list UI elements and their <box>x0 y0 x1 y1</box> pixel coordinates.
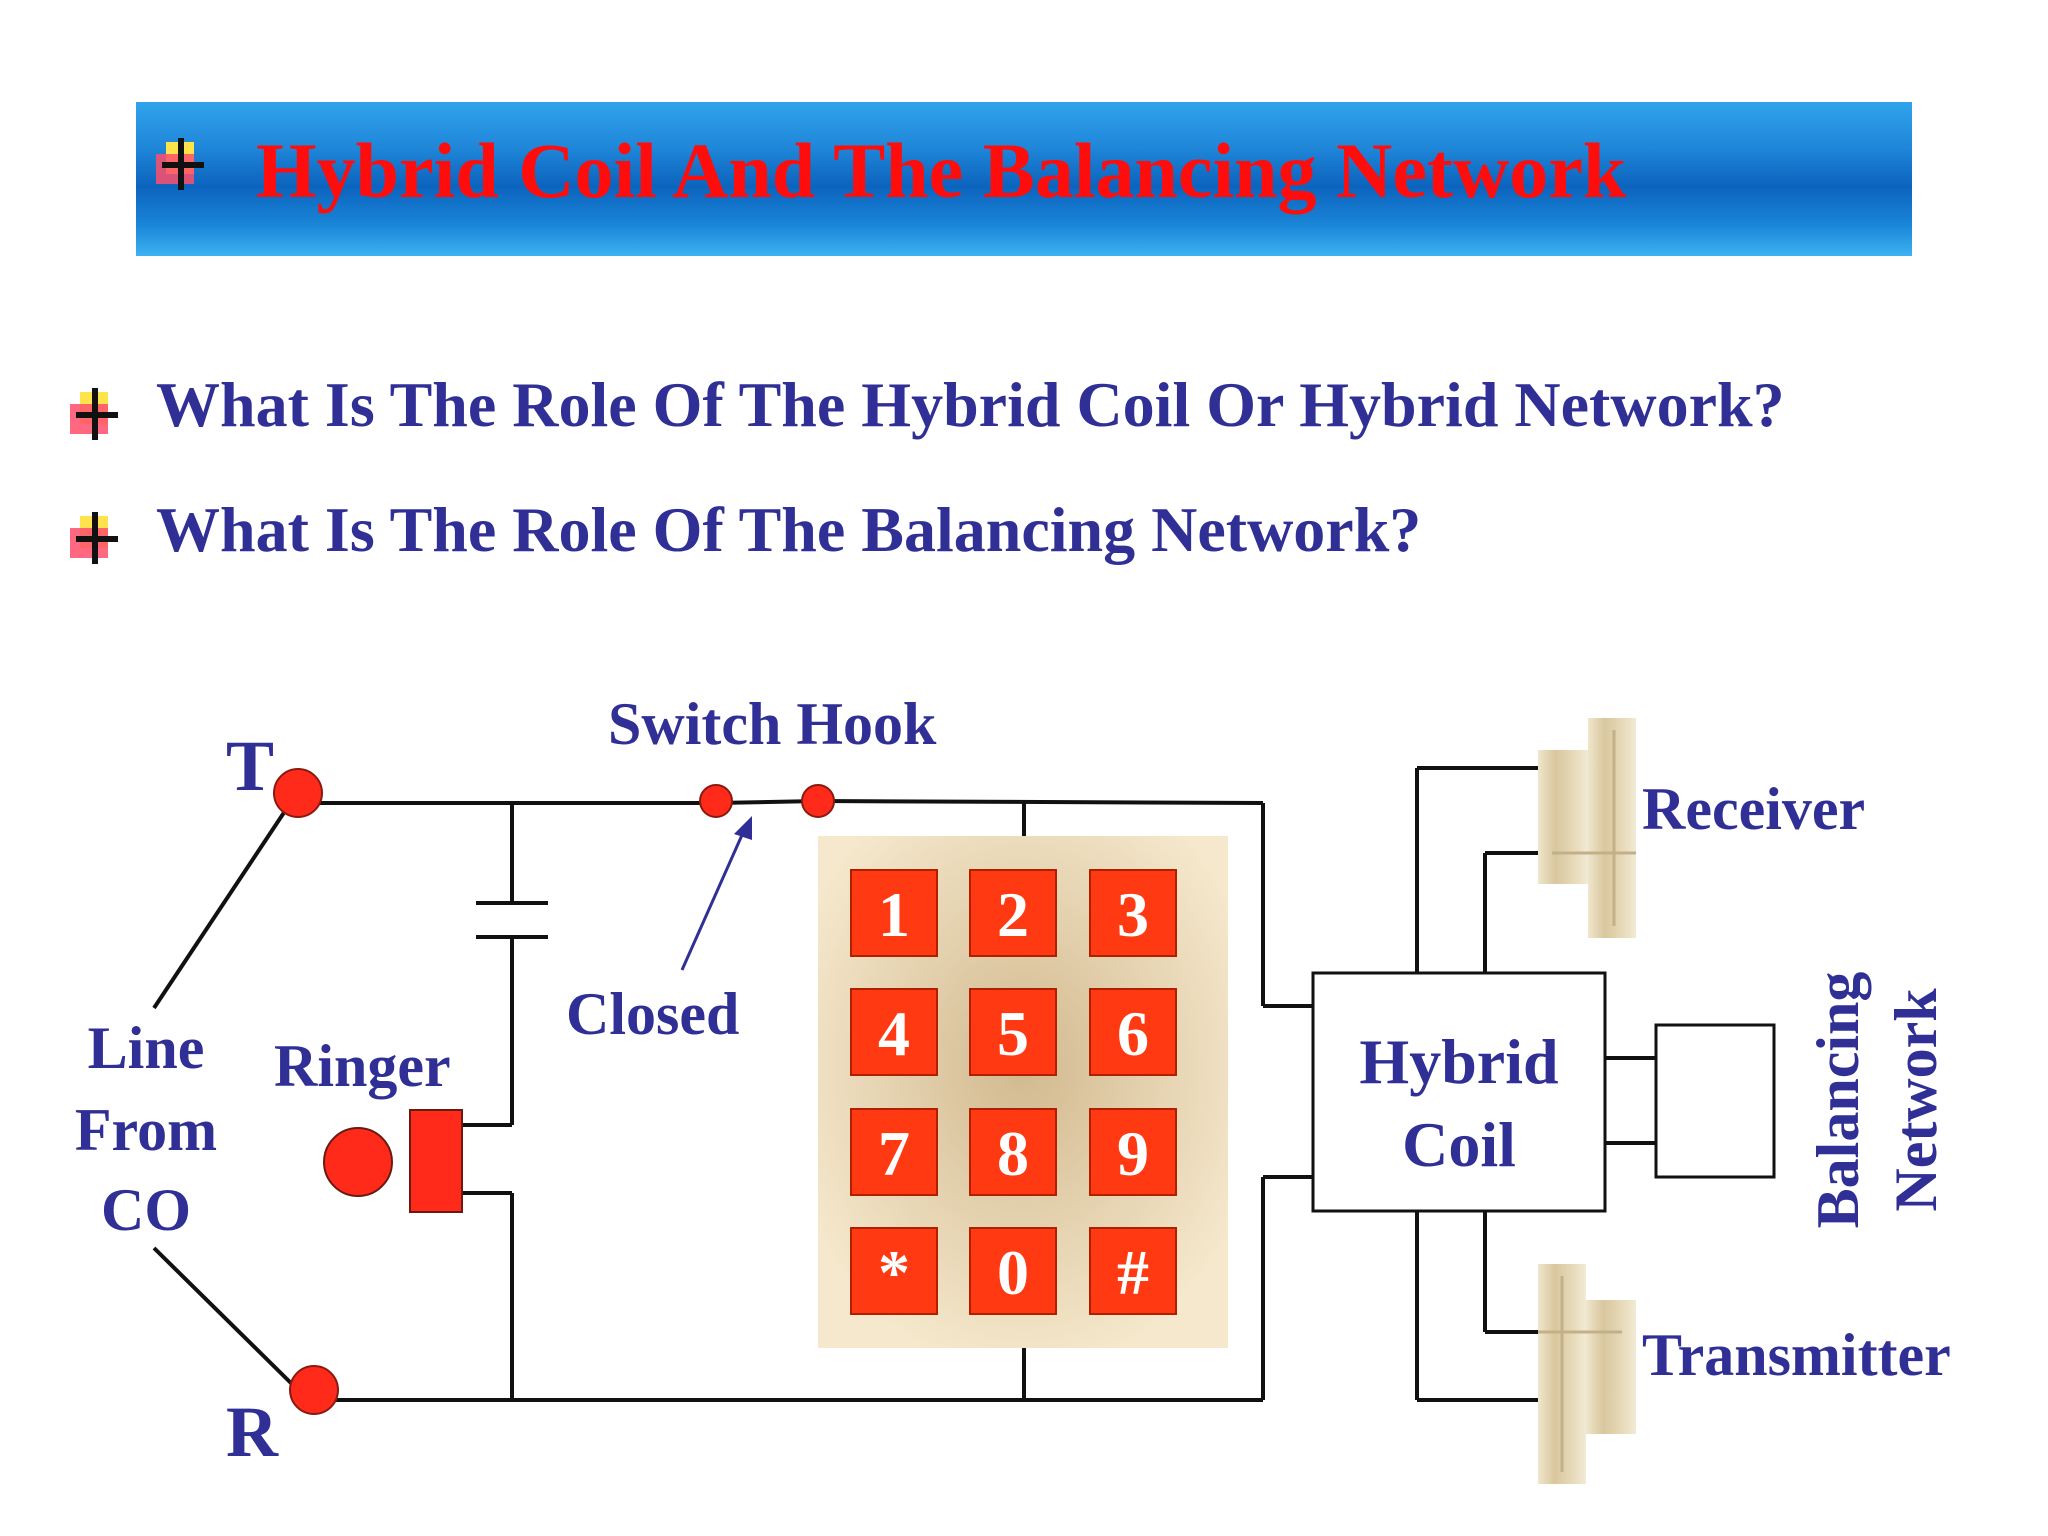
question-balancing-network-role: What Is The Role Of The Balancing Networ… <box>156 494 1422 565</box>
keypad-key-label: 1 <box>878 879 910 950</box>
closed-arrowhead <box>734 816 752 840</box>
title-bar: Hybrid Coil And The Balancing Network <box>136 102 1912 256</box>
hybrid-coil-label: Hybrid <box>1359 1026 1558 1097</box>
keypad-key-label: # <box>1117 1237 1149 1308</box>
balancing-network-box <box>1654 1023 1776 1179</box>
keypad-key-label: 4 <box>878 998 910 1069</box>
keypad-key-label: 6 <box>1117 998 1149 1069</box>
line-from-co-label: Line <box>88 1015 205 1081</box>
keypad-key-label: 8 <box>997 1118 1029 1189</box>
transmitter-label: Transmitter <box>1642 1322 1951 1388</box>
tip-label: T <box>226 726 274 806</box>
keypad-key <box>969 869 1057 957</box>
keypad-key-label: 3 <box>1117 879 1149 950</box>
closed-label: Closed <box>566 981 739 1047</box>
tip-terminal <box>273 768 323 818</box>
keypad-key <box>850 1227 938 1315</box>
switch-hook-label: Switch Hook <box>608 691 937 757</box>
keypad-key <box>969 988 1057 1076</box>
slide-title: Hybrid Coil And The Balancing Network <box>256 127 1627 214</box>
bullet-icon <box>70 512 126 568</box>
balancing-network-label: Network <box>1883 988 1949 1212</box>
receiver-label: Receiver <box>1642 776 1865 842</box>
keypad-key <box>1089 988 1177 1076</box>
keypad-key-label: 9 <box>1117 1118 1149 1189</box>
circuit-wires <box>152 766 1656 1402</box>
ringer-bell <box>323 1127 393 1197</box>
line-from-co-label: From <box>75 1097 217 1163</box>
question-hybrid-coil-role: What Is The Role Of The Hybrid Coil Or H… <box>156 369 1785 440</box>
switch-hook-contact <box>699 784 733 818</box>
keypad-key <box>969 1227 1057 1315</box>
ringer-coil <box>409 1109 463 1213</box>
keypad-key-label: * <box>878 1237 910 1308</box>
keypad-key <box>850 1108 938 1196</box>
receiver-icon <box>1538 718 1636 938</box>
keypad-key-label: 2 <box>997 879 1029 950</box>
keypad-key <box>969 1108 1057 1196</box>
keypad-key-label: 7 <box>878 1118 910 1189</box>
keypad-key <box>850 869 938 957</box>
keypad-key <box>1089 1108 1177 1196</box>
bullet-icon <box>156 138 212 194</box>
ring-terminal <box>289 1365 339 1415</box>
closed-arrow <box>680 825 748 971</box>
hybrid-coil-label: Coil <box>1402 1109 1516 1180</box>
keypad-keys: 1 2 3 4 5 6 7 8 9 * 0 # <box>850 869 1177 1315</box>
keypad-key <box>1089 869 1177 957</box>
keypad-key-label: 5 <box>997 998 1029 1069</box>
keypad-key <box>850 988 938 1076</box>
keypad-key <box>1089 1227 1177 1315</box>
switch-hook-contact <box>801 784 835 818</box>
bullet-icon <box>70 388 126 444</box>
balancing-network-label: Balancing <box>1805 972 1871 1229</box>
keypad-key-label: 0 <box>997 1237 1029 1308</box>
hybrid-coil-box <box>1311 971 1607 1213</box>
ringer-label: Ringer <box>274 1033 451 1099</box>
line-from-co-label: CO <box>101 1177 191 1243</box>
transmitter-icon <box>1538 1264 1636 1484</box>
ring-label: R <box>226 1392 279 1472</box>
